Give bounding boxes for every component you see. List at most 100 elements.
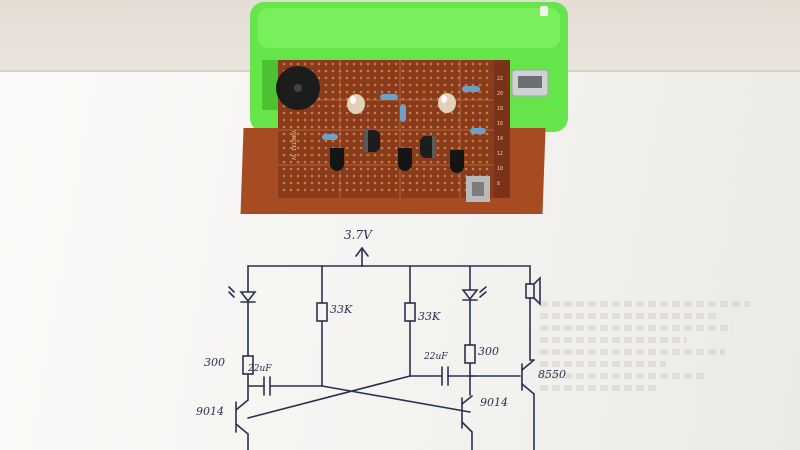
- perfboard-hole: [450, 181, 454, 185]
- perfboard-hole: [401, 83, 405, 87]
- perfboard-hole: [443, 83, 447, 87]
- perfboard-hole: [429, 181, 433, 185]
- perfboard-hole: [450, 83, 454, 87]
- perfboard-hole: [282, 125, 286, 129]
- perfboard-hole: [282, 132, 286, 136]
- perfboard-hole: [352, 118, 356, 122]
- perfboard-hole: [422, 111, 426, 115]
- perfboard-hole: [324, 76, 328, 80]
- perfboard-hole: [317, 181, 321, 185]
- perfboard-hole: [443, 76, 447, 80]
- perfboard-hole: [464, 104, 468, 108]
- perfboard-hole: [443, 167, 447, 171]
- perfboard-hole: [324, 153, 328, 157]
- perfboard-hole: [289, 62, 293, 66]
- perfboard-hole: [478, 118, 482, 122]
- perfboard-hole: [317, 104, 321, 108]
- perfboard-hole: [289, 146, 293, 150]
- perfboard-hole: [296, 132, 300, 136]
- perfboard-hole: [422, 62, 426, 66]
- perfboard-hole: [394, 174, 398, 178]
- perfboard-hole: [408, 118, 412, 122]
- hand-drawn-schematic: [228, 246, 541, 450]
- perfboard-hole: [352, 160, 356, 164]
- perfboard-hole: [443, 125, 447, 129]
- perfboard-hole: [345, 111, 349, 115]
- perfboard-hole: [387, 139, 391, 143]
- perfboard-hole: [450, 174, 454, 178]
- perfboard-hole: [352, 167, 356, 171]
- perfboard-hole: [436, 62, 440, 66]
- perfboard-hole: [485, 76, 489, 80]
- perfboard-hole: [380, 111, 384, 115]
- perfboard-hole: [310, 188, 314, 192]
- perfboard-hole: [373, 167, 377, 171]
- perfboard-hole: [450, 90, 454, 94]
- perfboard-hole: [345, 167, 349, 171]
- perfboard-hole: [324, 69, 328, 73]
- perfboard-hole: [352, 139, 356, 143]
- perfboard-hole: [415, 153, 419, 157]
- perfboard-hole: [324, 104, 328, 108]
- perfboard-hole: [443, 118, 447, 122]
- perfboard-hole: [387, 132, 391, 136]
- perfboard-hole: [450, 76, 454, 80]
- perfboard-hole: [408, 69, 412, 73]
- perfboard-hole: [485, 83, 489, 87]
- perfboard-hole: [387, 104, 391, 108]
- perfboard-hole: [289, 132, 293, 136]
- perfboard-hole: [422, 132, 426, 136]
- perfboard-hole: [464, 146, 468, 150]
- perfboard-hole: [296, 111, 300, 115]
- transistor-label-left: 9014: [196, 405, 224, 418]
- perfboard-hole: [415, 69, 419, 73]
- svg-text:22: 22: [497, 76, 503, 82]
- slide-switch: [466, 176, 490, 202]
- perfboard-hole: [282, 174, 286, 178]
- perfboard-hole: [345, 181, 349, 185]
- perfboard-hole: [317, 111, 321, 115]
- perfboard-hole: [464, 111, 468, 115]
- perfboard-hole: [471, 139, 475, 143]
- perfboard-hole: [310, 132, 314, 136]
- perfboard-hole: [380, 146, 384, 150]
- perfboard-hole: [331, 90, 335, 94]
- perfboard-hole: [380, 174, 384, 178]
- perfboard-hole: [436, 125, 440, 129]
- perfboard-hole: [303, 160, 307, 164]
- perfboard-hole: [401, 76, 405, 80]
- perfboard-hole: [303, 125, 307, 129]
- perfboard-hole: [345, 76, 349, 80]
- perfboard-hole: [380, 90, 384, 94]
- perfboard-hole: [422, 160, 426, 164]
- perfboard-hole: [471, 104, 475, 108]
- perfboard-hole: [415, 188, 419, 192]
- perfboard-hole: [380, 188, 384, 192]
- perfboard-hole: [310, 118, 314, 122]
- perfboard-hole: [443, 160, 447, 164]
- perfboard-hole: [345, 125, 349, 129]
- perfboard-hole: [429, 174, 433, 178]
- perfboard-hole: [394, 76, 398, 80]
- perfboard-hole: [415, 90, 419, 94]
- perfboard-hole: [317, 139, 321, 143]
- perfboard-hole: [436, 69, 440, 73]
- perfboard-hole: [422, 125, 426, 129]
- perfboard-hole: [317, 76, 321, 80]
- perfboard-hole: [345, 139, 349, 143]
- perfboard-hole: [352, 153, 356, 157]
- perfboard-hole: [352, 174, 356, 178]
- perfboard-hole: [317, 153, 321, 157]
- perfboard-hole: [415, 83, 419, 87]
- perfboard-hole: [296, 139, 300, 143]
- perfboard-hole: [436, 83, 440, 87]
- perfboard-hole: [380, 167, 384, 171]
- perfboard-hole: [317, 146, 321, 150]
- perfboard-hole: [303, 167, 307, 171]
- perfboard-hole: [401, 139, 405, 143]
- perfboard-hole: [282, 146, 286, 150]
- perfboard-hole: [415, 125, 419, 129]
- perfboard-hole: [436, 160, 440, 164]
- perfboard-hole: [282, 188, 286, 192]
